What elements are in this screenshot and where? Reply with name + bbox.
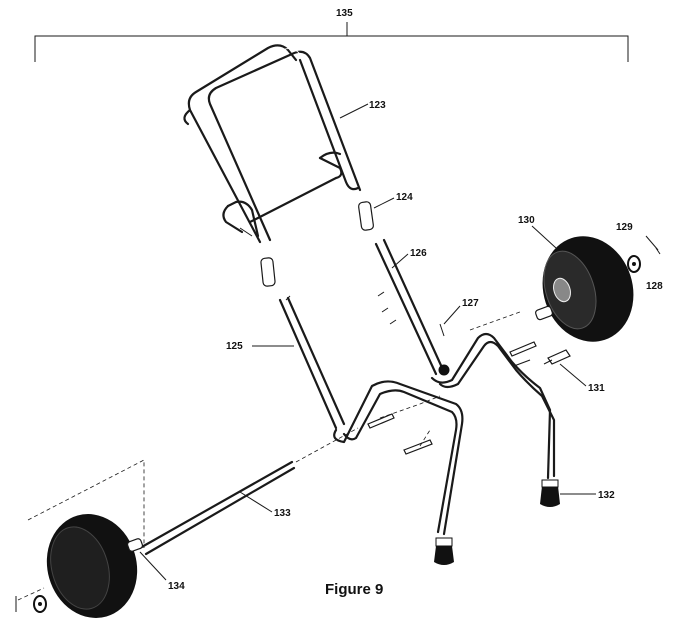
part-number-131: 131 xyxy=(588,383,605,394)
bolt-131 xyxy=(543,349,571,365)
left-wheel xyxy=(17,459,145,618)
part-number-127: 127 xyxy=(462,298,479,309)
part-number-132: 132 xyxy=(598,490,615,501)
label-129: 129 xyxy=(616,222,633,233)
rubber-foot-right xyxy=(540,479,560,507)
lower-handle-tube-left xyxy=(278,295,346,430)
base-frame xyxy=(333,332,556,536)
washer-128 xyxy=(627,255,641,273)
part-number-129: 129 xyxy=(616,222,633,233)
lower-handle-tube-right xyxy=(374,238,446,376)
axle xyxy=(138,427,359,556)
rubber-foot-left xyxy=(434,537,454,565)
connector-sleeve-right xyxy=(358,201,374,231)
label-127: 127 xyxy=(443,298,479,325)
assembly-bracket: 135 xyxy=(34,8,629,62)
part-number-130: 130 xyxy=(518,215,535,226)
washer-left xyxy=(33,595,47,613)
right-wheel xyxy=(535,236,634,342)
part-number-126: 126 xyxy=(410,248,427,259)
label-126: 126 xyxy=(391,248,427,269)
label-132: 132 xyxy=(560,490,615,501)
label-123: 123 xyxy=(339,100,386,119)
label-130: 130 xyxy=(518,215,557,249)
part-number-134: 134 xyxy=(168,581,185,592)
label-128: 128 xyxy=(646,281,663,292)
handle-frame xyxy=(183,44,362,244)
label-131: 131 xyxy=(559,363,605,394)
part-number-128: 128 xyxy=(646,281,663,292)
part-number-125: 125 xyxy=(226,341,243,352)
figure-caption: Figure 9 xyxy=(325,581,383,598)
bolt-127 xyxy=(438,323,450,376)
bolt-set xyxy=(367,311,537,455)
label-124: 124 xyxy=(373,192,413,209)
part-number-124: 124 xyxy=(396,192,413,203)
label-134: 134 xyxy=(139,551,185,592)
assembly-label: 135 xyxy=(336,8,353,19)
pin-129 xyxy=(645,235,661,255)
label-125: 125 xyxy=(226,341,294,352)
part-number-123: 123 xyxy=(369,100,386,111)
label-133: 133 xyxy=(239,491,291,519)
connector-sleeve-left xyxy=(260,257,276,287)
part-number-133: 133 xyxy=(274,508,291,519)
